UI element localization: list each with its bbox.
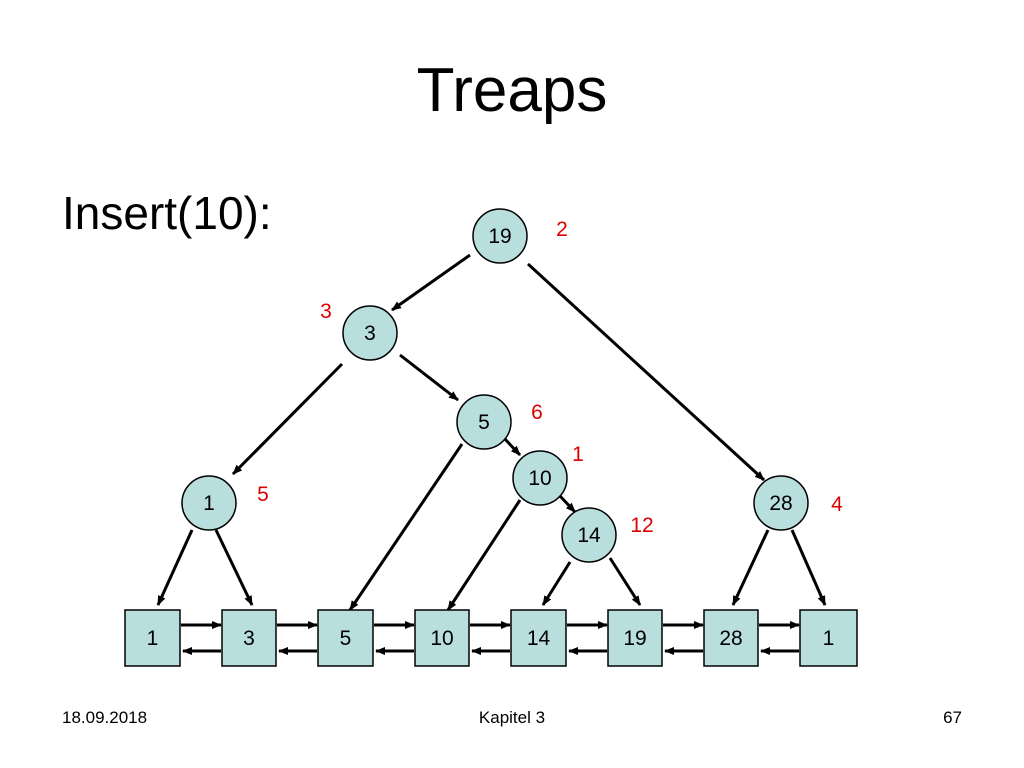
- leaf-box: 5: [317, 609, 374, 667]
- node-key: 19: [488, 225, 511, 248]
- tree-node: 28 4: [753, 475, 843, 531]
- edge-14-leaf-19: [608, 557, 642, 606]
- tree-node: 14 12: [561, 507, 654, 563]
- edge-14-leaf-14: [541, 561, 572, 606]
- tree-node: 3 3: [320, 300, 398, 361]
- leaf-key: 19: [623, 627, 646, 650]
- leaf-box: 10: [414, 609, 470, 667]
- edge-19-28: [526, 262, 766, 482]
- node-key: 10: [528, 467, 551, 490]
- node-priority: 3: [320, 300, 332, 323]
- node-priority: 12: [630, 514, 653, 537]
- leaf-key: 3: [243, 627, 255, 650]
- leaf-box: 28: [703, 609, 759, 667]
- tree-node: 5 6: [456, 394, 543, 450]
- leaf-box: 19: [607, 609, 663, 667]
- slide-title: Treaps: [416, 56, 608, 125]
- edge-10-14: [558, 494, 577, 514]
- edge-5-10: [501, 435, 522, 457]
- leaf-box: 3: [221, 609, 277, 667]
- node-key: 3: [364, 322, 376, 345]
- node-key: 1: [203, 492, 215, 515]
- footer-chapter: Kapitel 3: [478, 708, 546, 727]
- node-key: 5: [478, 411, 490, 434]
- node-priority: 2: [556, 218, 568, 241]
- edge-3-1: [231, 362, 344, 476]
- edge-1-leaf-3: [214, 529, 254, 606]
- footer-page-number: 67: [943, 708, 962, 727]
- leaf-box: 1: [124, 609, 181, 667]
- node-priority: 4: [831, 493, 843, 516]
- edge-28-leaf-28: [731, 529, 770, 606]
- leaf-key: 14: [527, 627, 551, 650]
- edge-1-leaf-1: [156, 529, 194, 606]
- edge-10-leaf-10: [446, 499, 522, 611]
- leaf-key: 1: [147, 627, 159, 650]
- edge-5-leaf-5: [348, 443, 464, 611]
- leaf-key: 1: [823, 627, 835, 650]
- slide-subtitle: Insert(10):: [62, 187, 272, 239]
- leaf-box: 1: [799, 609, 858, 667]
- leaf-key: 10: [430, 627, 453, 650]
- leaf-links: [181, 621, 800, 655]
- tree-node: 1 5: [181, 475, 269, 531]
- edge-19-3: [391, 253, 471, 312]
- edge-3-5: [399, 353, 459, 402]
- edge-28-leaf-1b: [790, 529, 827, 606]
- tree-node: 19 2: [472, 208, 568, 264]
- tree-node: 10 1: [512, 443, 584, 506]
- leaf-key: 28: [719, 627, 742, 650]
- leaf-key: 5: [340, 627, 352, 650]
- node-priority: 5: [257, 483, 269, 506]
- leaf-list: 1 3 5 10 14 19 28 1: [124, 609, 858, 667]
- tree-nodes: 19 2 3 3 5 6 10 1 1 5 28 4: [181, 208, 843, 563]
- node-priority: 1: [572, 443, 584, 466]
- node-key: 14: [577, 524, 601, 547]
- tree-edges: [156, 253, 827, 611]
- leaf-box: 14: [510, 609, 567, 667]
- footer-date: 18.09.2018: [62, 708, 148, 727]
- node-key: 28: [769, 492, 792, 515]
- node-priority: 6: [531, 401, 543, 424]
